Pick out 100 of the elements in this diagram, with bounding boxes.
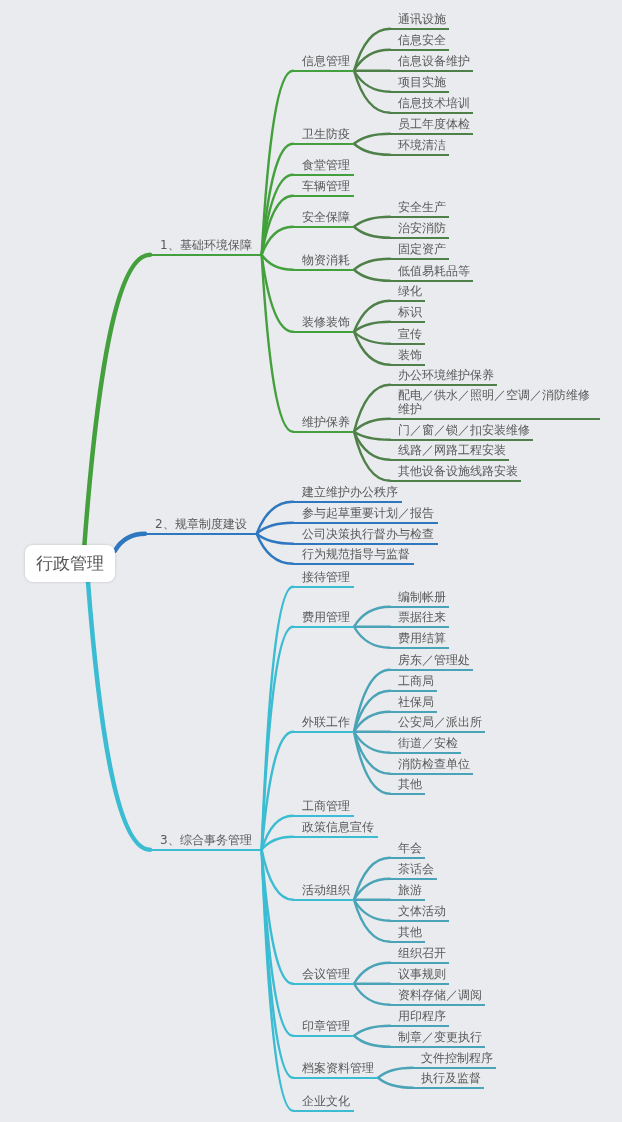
topic-label: 卫生防疫	[293, 127, 354, 145]
topic-label: 工商管理	[293, 799, 354, 817]
branch-curve	[352, 383, 392, 433]
subtopic-label: 信息安全	[390, 33, 449, 51]
branch-curve	[352, 142, 392, 156]
branch-curve	[352, 69, 392, 93]
subtopic-label: 其他	[390, 925, 425, 943]
branch-curve	[352, 625, 392, 649]
topic-label: 活动组织	[293, 883, 354, 901]
topic-label: 装修装饰	[293, 315, 354, 333]
subtopic-label: 年会	[390, 841, 425, 859]
topic-label: 接待管理	[293, 570, 354, 588]
branch-curve	[260, 814, 295, 851]
branch-label: 3、综合事务管理	[150, 833, 262, 851]
branch-curve	[352, 982, 392, 1006]
subtopic-label: 项目实施	[390, 75, 449, 93]
branch-curve	[352, 48, 392, 72]
branch-curve	[352, 689, 392, 733]
topic-label: 食堂管理	[293, 158, 354, 176]
subtopic-label: 装饰	[390, 348, 425, 366]
subtopic-label: 线路／网路工程安装	[390, 443, 509, 461]
branch-curve	[255, 532, 295, 545]
branch-curve	[352, 430, 392, 441]
subtopic-label: 环境清洁	[390, 138, 449, 156]
branch-curve	[352, 330, 392, 366]
topic-label: 参与起草重要计划／报告	[293, 506, 438, 524]
branch-curve	[352, 27, 392, 72]
topic-label: 外联工作	[293, 715, 354, 733]
branch-curve	[352, 856, 392, 901]
branch-curve	[352, 877, 392, 901]
topic-label: 会议管理	[293, 967, 354, 985]
branch-curve	[352, 330, 392, 345]
subtopic-label: 街道／安检	[390, 736, 461, 754]
branch-curve	[352, 299, 392, 333]
branch-curve	[260, 253, 295, 271]
branch-label: 1、基础环境保障	[150, 238, 262, 256]
branch-curve	[352, 710, 392, 733]
subtopic-label: 治安消防	[390, 221, 449, 239]
subtopic-label: 标识	[390, 305, 425, 323]
branch-curve	[376, 1076, 415, 1089]
branch-curve	[352, 320, 392, 333]
branch-label: 2、规章制度建设	[145, 517, 257, 535]
subtopic-label: 茶话会	[390, 862, 437, 880]
branch-curve	[255, 500, 295, 535]
branch-curve	[82, 252, 153, 548]
subtopic-label: 编制帐册	[390, 590, 449, 608]
subtopic-label: 议事规则	[390, 967, 449, 985]
branch-curve	[352, 257, 392, 271]
branch-curve	[255, 532, 295, 565]
subtopic-label: 工商局	[390, 674, 437, 692]
branch-curve	[352, 898, 392, 943]
subtopic-label: 配电／供水／照明／空调／消防维修维护	[390, 388, 600, 420]
subtopic-label: 组织召开	[390, 946, 449, 964]
branch-curve	[352, 225, 392, 239]
subtopic-label: 绿化	[390, 284, 425, 302]
subtopic-label: 消防检查单位	[390, 757, 473, 775]
subtopic-label: 旅游	[390, 883, 425, 901]
subtopic-label: 固定资产	[390, 242, 449, 260]
subtopic-label: 员工年度体检	[390, 117, 473, 135]
topic-label: 档案资料管理	[293, 1061, 378, 1079]
topic-label: 费用管理	[293, 610, 354, 628]
subtopic-label: 安全生产	[390, 200, 449, 218]
branch-curve	[352, 898, 392, 922]
topic-label: 车辆管理	[293, 179, 354, 197]
subtopic-label: 宣传	[390, 327, 425, 345]
branch-curve	[352, 69, 392, 72]
subtopic-label: 其他设备设施线路安装	[390, 464, 521, 482]
subtopic-label: 信息设备维护	[390, 54, 473, 72]
topic-label: 维护保养	[293, 415, 354, 433]
subtopic-label: 公安局／派出所	[390, 715, 485, 733]
topic-label: 公司决策执行督办与检查	[293, 527, 438, 545]
topic-label: 安全保障	[293, 210, 354, 228]
branch-curve	[112, 531, 148, 553]
branch-curve	[352, 605, 392, 628]
branch-curve	[352, 898, 392, 901]
branch-curve	[376, 1066, 415, 1079]
branch-curve	[352, 961, 392, 985]
topic-label: 信息管理	[293, 54, 354, 72]
subtopic-label: 其他	[390, 777, 425, 795]
branch-curve	[352, 417, 392, 433]
topic-label: 物资消耗	[293, 253, 354, 271]
subtopic-label: 信息技术培训	[390, 96, 473, 114]
subtopic-label: 通讯设施	[390, 12, 449, 30]
branch-curve	[352, 625, 392, 628]
branch-curve	[85, 579, 153, 852]
branch-curve	[260, 225, 295, 256]
topic-label: 企业文化	[293, 1094, 354, 1112]
subtopic-label: 房东／管理处	[390, 653, 473, 671]
branch-curve	[352, 730, 392, 795]
topic-label: 建立维护办公秩序	[293, 485, 402, 503]
subtopic-label: 门／窗／锁／扣安装维修	[390, 423, 533, 441]
branch-curve	[352, 268, 392, 282]
branch-curve	[352, 132, 392, 145]
branch-curve	[352, 1034, 392, 1048]
subtopic-label: 用印程序	[390, 1009, 449, 1027]
branch-curve	[352, 69, 392, 114]
topic-label: 印章管理	[293, 1019, 354, 1037]
branch-curve	[352, 1024, 392, 1037]
subtopic-label: 办公环境维护保养	[390, 368, 497, 386]
subtopic-label: 低值易耗品等	[390, 264, 473, 282]
